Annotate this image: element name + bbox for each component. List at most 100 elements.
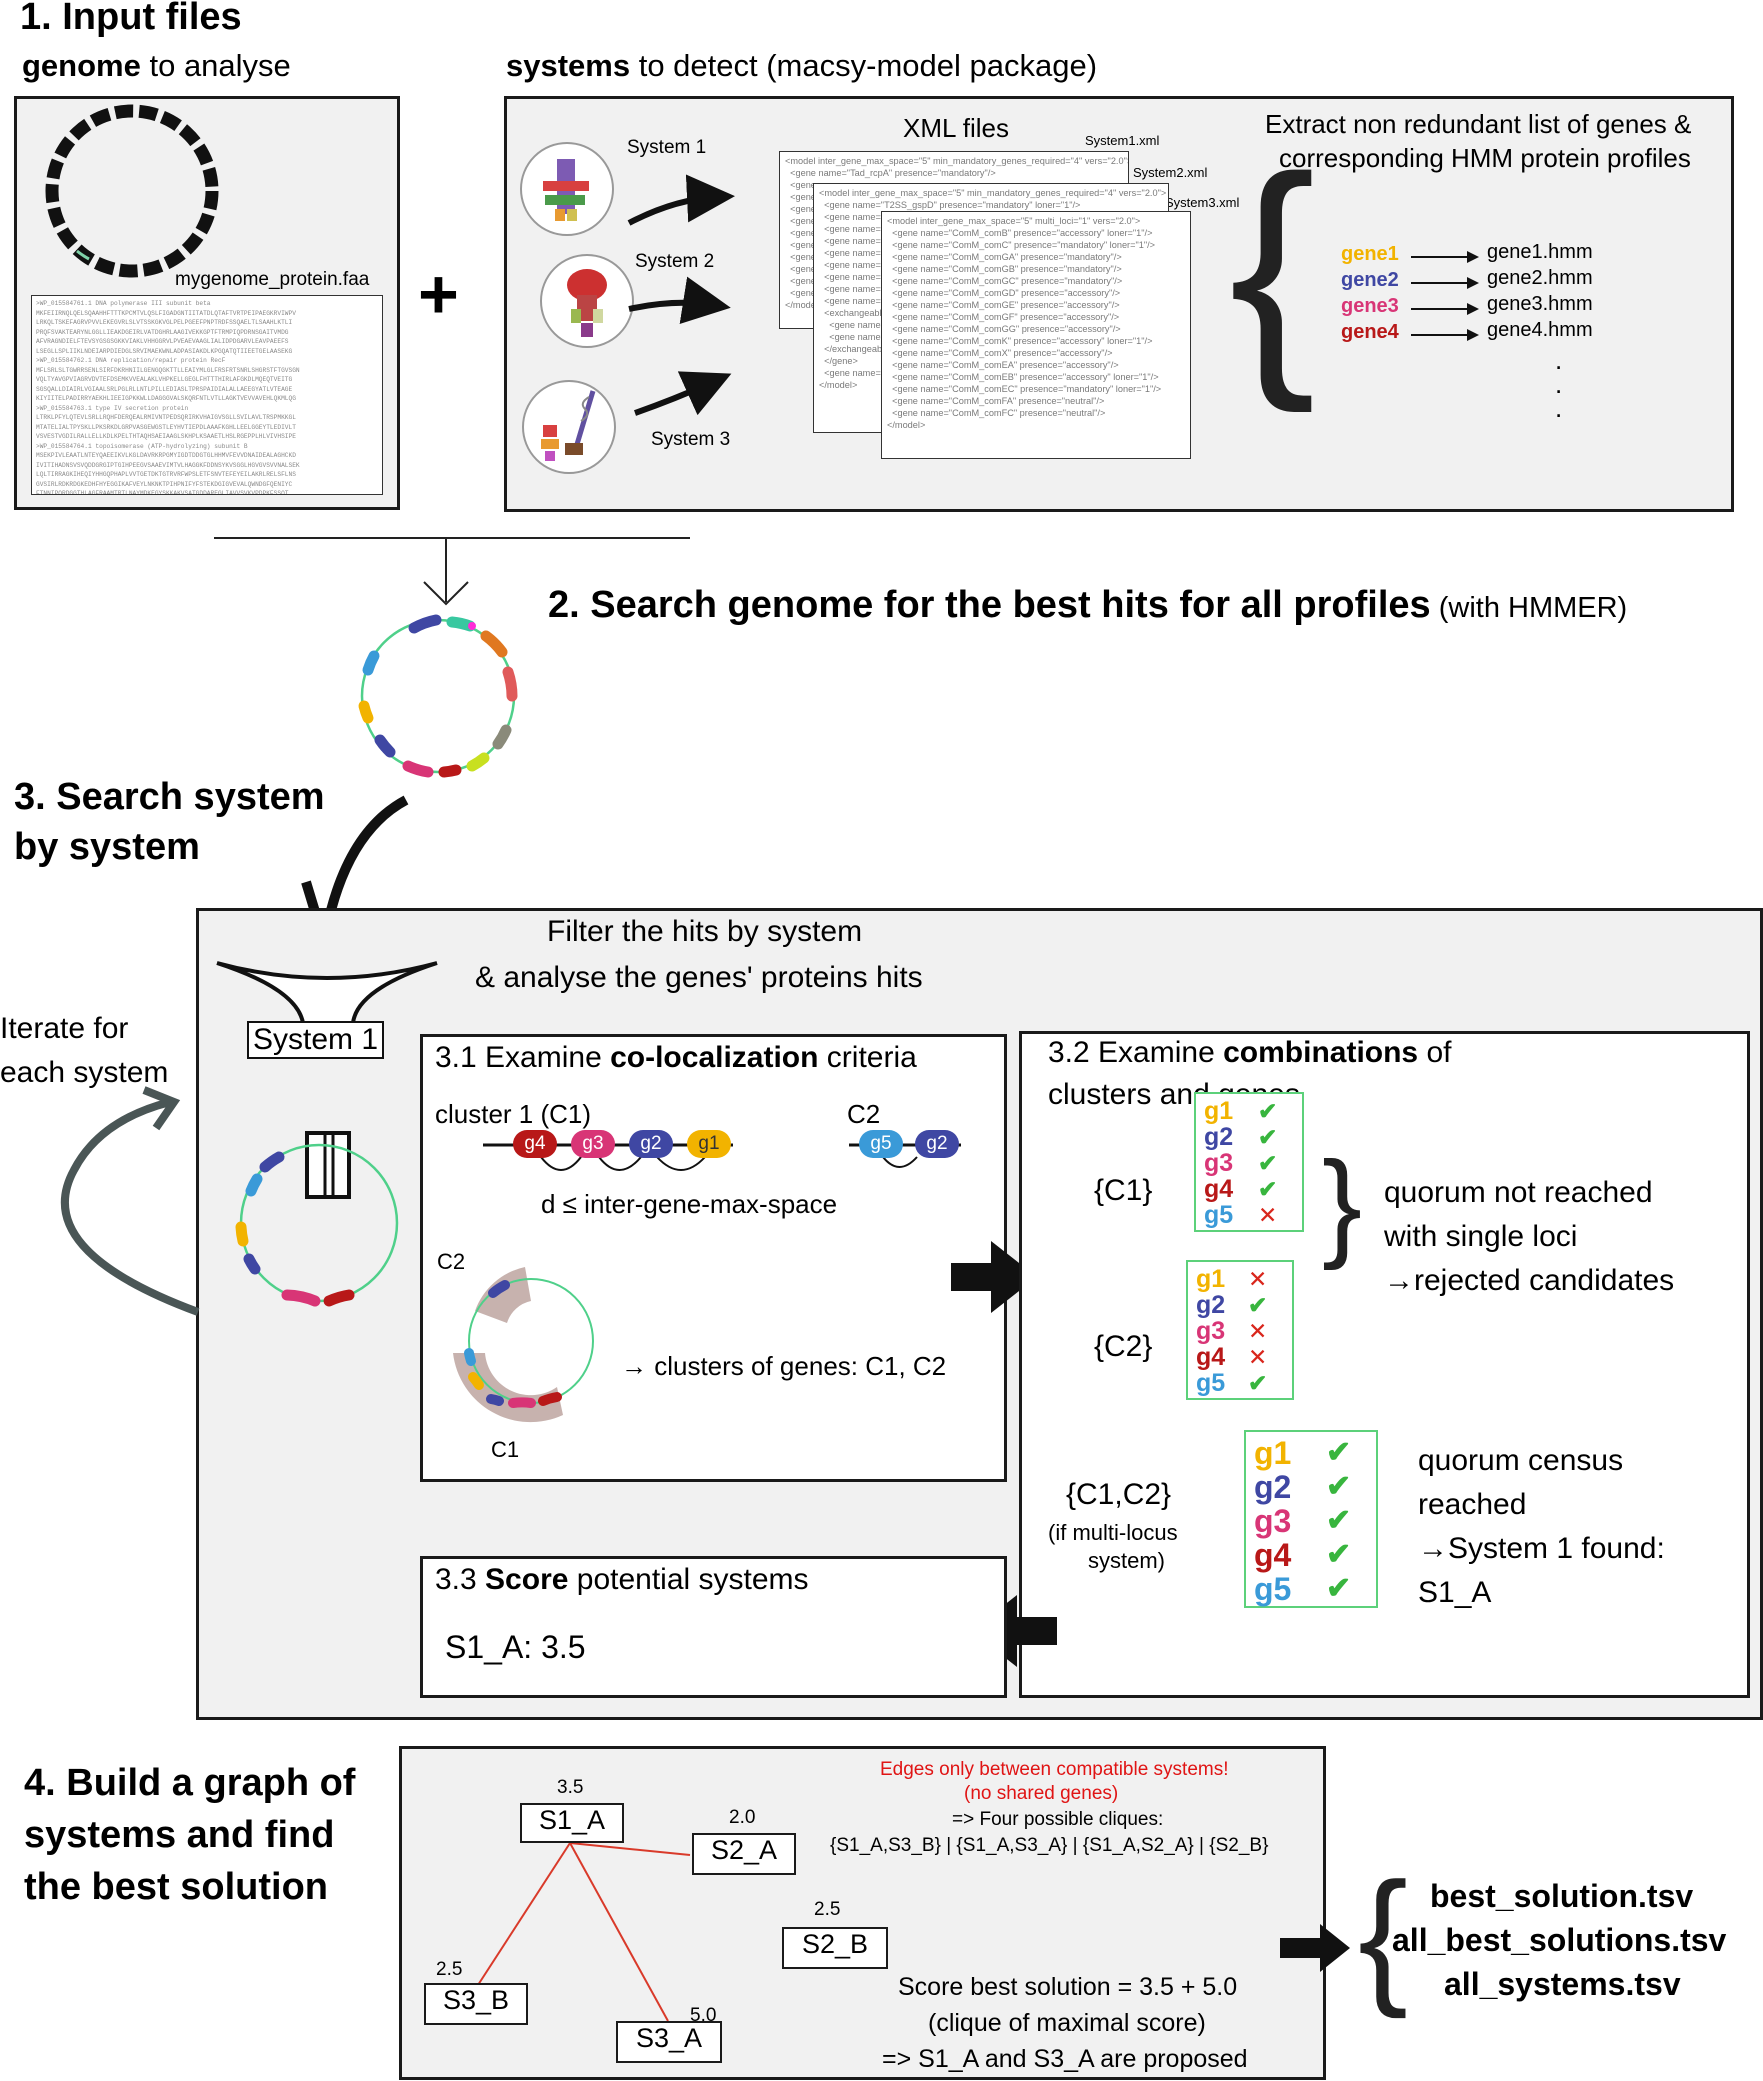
xml-line: <gene name="ComM_comEB" presence="access… [887,372,1159,382]
faa-line: KIYIITELPADIRRYAEKHLIEEIGPKKWLLDAGGGVALS… [36,395,296,402]
rejected-brace: } [1322,1137,1363,1271]
xml-line: <gene name="ComM_comB" presence="accesso… [887,228,1153,238]
arrow-to-combinations [951,1241,1037,1313]
xml-line: <gene name= [819,260,881,270]
hmm-profile-name: gene1.hmm [1487,241,1593,263]
faa-line: FTNNIPQRDGGTHLAGFRAAMTRTLNAYMDKEGYSKKAKV… [36,490,289,495]
system1-funnel-label: System 1 [247,1021,385,1059]
gene-pill-g1: g1 [687,1130,731,1158]
distance-rule: d ≤ inter-gene-max-space [541,1189,838,1219]
xml-line: <gene name="ComM_comX" presence="accesso… [887,348,1113,358]
check-icon: ✔ [1258,1150,1278,1176]
faa-line: >WP_015584761.1 DNA polymerase III subun… [36,300,211,307]
faa-line: >WP_015584764.1 topoisomerase (ATP-hydro… [36,442,248,450]
gene-pill-g2: g2 [915,1130,959,1158]
output-file-1: best_solution.tsv [1430,1878,1694,1914]
hmm-profile-name: gene4.hmm [1487,319,1593,341]
genome-label: genome to analyse [22,48,291,83]
xml-line: <gene name="ComM_comGA" presence="mandat… [887,252,1122,262]
right-arrow-icon [1411,329,1479,341]
filtered-genome-circle-icon [235,1143,399,1307]
section3-title-line2: by system [14,826,200,868]
node-s2b: S2_B [782,1927,888,1969]
quorum-fail-line2: with single loci [1384,1220,1578,1253]
check-icon: ✔ [1258,1098,1278,1124]
node-score-s1a: 3.5 [557,1777,584,1798]
section2-title: 2. Search genome for the best hits for a… [548,584,1628,626]
outputs-brace: { [1358,1851,1409,2019]
faa-line: LRKQLTSKEFAGRVPVVLEKEGVRLSLVTSSKGKVGLPEL… [36,319,293,326]
xml-line: <gene name= [819,248,881,258]
gene-label-g1: g1 [1254,1435,1292,1471]
extract-text-line2: corresponding HMM protein profiles [1279,143,1691,173]
gene-label-g5: g5 [1204,1201,1234,1229]
s33-title: 3.3 Score potential systems [435,1563,809,1596]
xml-line: <gene name="Tad_rcpA" presence="mandator… [785,168,996,178]
faa-line: LSEGLLSPLIIKLNDEIARPDIEDGLSRVIMAEKWNLADP… [36,347,293,355]
gene-pill-g3: g3 [571,1130,615,1158]
c1-gene-check-box: g1✔g2✔g3✔g4✔g5✕ [1194,1092,1304,1232]
gene-pill-g5: g5 [859,1130,903,1158]
system3-label: System 3 [651,429,731,450]
faa-line: PRQFSVAKTEARYNLGGLLIEAKDGEIRLVATDGHRLAAG… [36,328,289,336]
xml-line: <gene name="ComM_comFC" presence="neutra… [887,408,1106,418]
xml-line: <gene name="ComM_comEC" presence="mandat… [887,384,1162,394]
ellipsis-3: . [1555,393,1563,423]
edges-note-line2: (no shared genes) [964,1783,1119,1804]
faa-line: IVITIHADNSVSVQDDGRGIPTGIHPEEGVSAAEVIMTVL… [36,461,300,469]
graph-edges [477,1842,691,2022]
gene-label-g3: g3 [1204,1149,1234,1177]
faa-content: >WP_015584761.1 DNA polymerase III subun… [36,299,378,495]
xml-line: <gene name="ComM_comK" presence="accesso… [887,336,1153,346]
quorum-ok-line4: S1_A [1418,1576,1492,1609]
genome-circle-icon [45,104,219,278]
cluster2-genes: g5 g2 [859,1130,969,1160]
quorum-ok-line2: reached [1418,1488,1527,1521]
xml-line: <gene name= [819,224,881,234]
score-best-line1: Score best solution = 3.5 + 5.0 [898,1973,1238,2001]
funnel-icon [216,961,438,1199]
xml-line: <gene name="ComM_comGF" presence="access… [887,312,1120,322]
xml-line: <model inter_gene_max_space="5" multi_lo… [887,216,1141,226]
section1-title: 1. Input files [20,0,242,38]
xml-line: <gene name="ComM_comGD" presence="access… [887,288,1121,298]
gene-label-g2: g2 [1196,1291,1226,1319]
xml-line: <gene name="ComM_comGB" presence="mandat… [887,264,1122,274]
score-box: 3.3 Score potential systems S1_A: 3.5 [420,1556,1007,1698]
xml-files-title: XML files [903,113,1009,143]
faa-line: MFLSRLSLTGWRRSENLSIRFDKRHNIILGENGQGKTTLL… [36,366,300,374]
quorum-fail-line1: quorum not reached [1384,1176,1653,1209]
node-s3a: S3_A [616,2021,722,2063]
xml-line: <gene name= [819,272,881,282]
c2-combo-label: {C2} [1094,1330,1153,1363]
hmm-profile-name: gene3.hmm [1487,293,1593,315]
score-best-line2: (clique of maximal score) [928,2009,1206,2037]
colocalization-box: 3.1 Examine co-localization criteria clu… [420,1034,1007,1482]
faa-filename: mygenome_protein.faa [175,269,370,290]
faa-line: LTRKLPFYLQTEVLSRLLRQHFDERQEALRMIVNTPEDSQ… [36,414,296,421]
xml-file-name-3: System3.xml [1165,195,1240,210]
ellipsis-2: . [1555,369,1563,399]
gene-label-g4: g4 [1196,1343,1226,1371]
section4-title-line2: systems and find [24,1814,335,1856]
section3-title-line1: 3. Search system [14,776,325,818]
system1-label: System 1 [627,137,707,158]
xml-line: <gene name="T2SS_gspD" presence="mandato… [819,200,1081,210]
s33-score: S1_A: 3.5 [445,1629,586,1665]
iterate-line1: Iterate for [0,1012,129,1045]
gene-label-g2: g2 [1254,1469,1292,1505]
node-score-s2b: 2.5 [814,1899,841,1920]
node-s2a: S2_A [692,1833,796,1875]
check-icon: ✔ [1248,1292,1268,1318]
faa-line: GVSIRLRDKRDGKEDHFHYEGGIKAFVEYLNKNKTPIHPN… [36,480,293,488]
xml-line: <model inter_gene_max_space="5" min_mand… [785,156,1129,166]
score-best-line3: => S1_A and S3_A are proposed [882,2045,1248,2073]
cross-icon: ✕ [1248,1266,1268,1292]
check-icon: ✔ [1326,1436,1352,1469]
faa-line: MTATELIALTPYSKLLPKSRKDLGRPVASGEWGSTLEYHV… [36,423,296,431]
xml-line: <gene name= [819,296,881,306]
section4-title-line1: 4. Build a graph of [24,1762,356,1804]
